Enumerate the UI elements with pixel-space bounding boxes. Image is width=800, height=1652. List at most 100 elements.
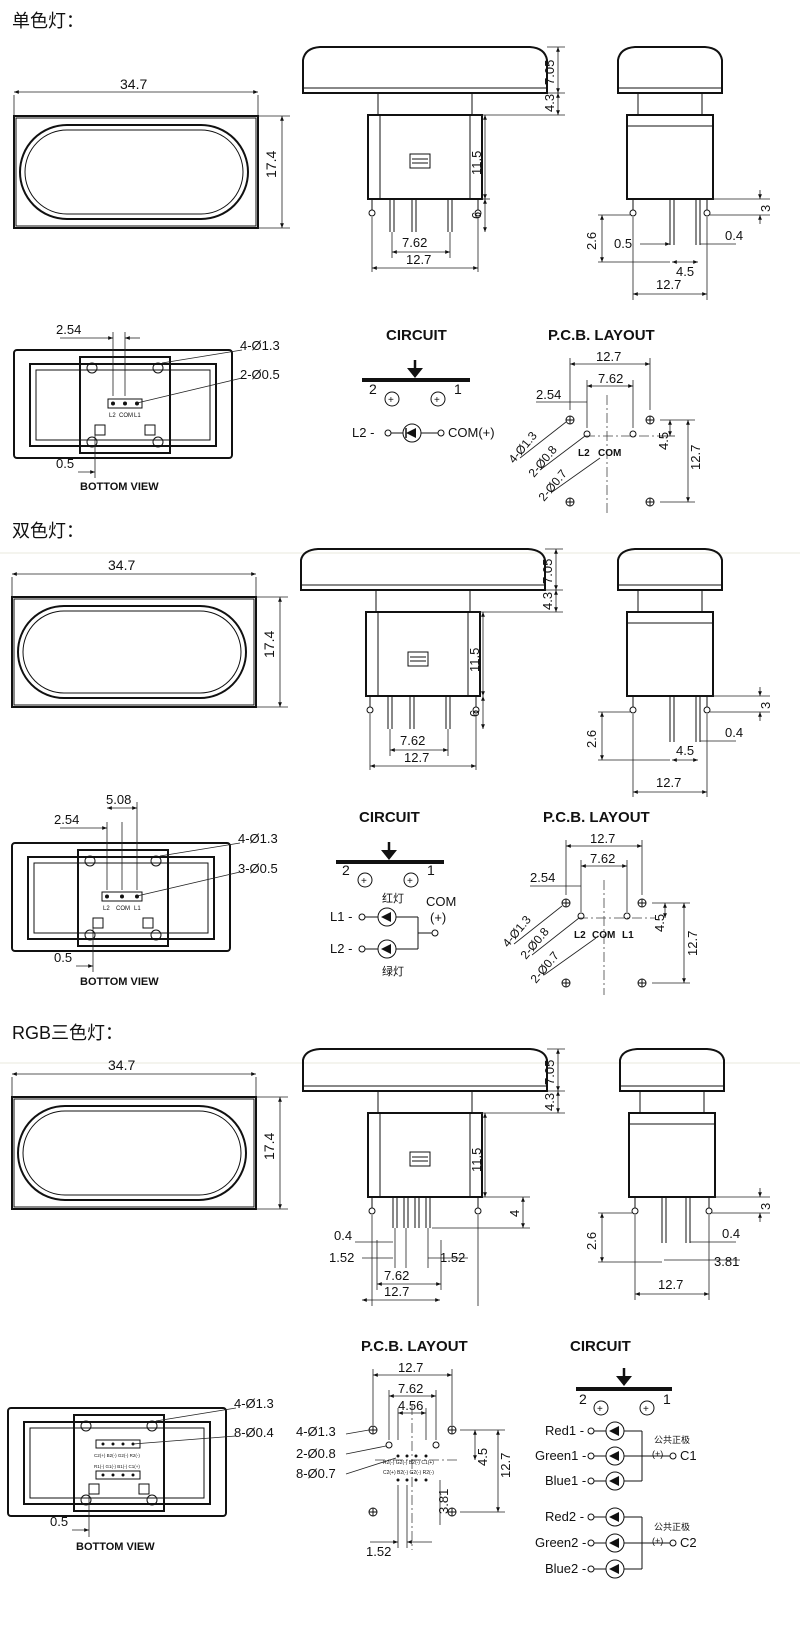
section-title: RGB三色灯： bbox=[12, 1023, 123, 1043]
led-l2-label: L2 - bbox=[330, 941, 352, 956]
dim-collar: 4.3 bbox=[542, 94, 557, 112]
c2-label: C2 bbox=[680, 1535, 697, 1550]
led-green1-label: Green1 - bbox=[535, 1448, 586, 1463]
dim-pin-offset: 3.81 bbox=[714, 1254, 739, 1269]
pcb-pin-label: L2 bbox=[574, 930, 586, 941]
pcb-dim: 3.81 bbox=[436, 1489, 451, 1514]
pcb-dim: 12.7 bbox=[590, 831, 615, 846]
svg-text:+: + bbox=[434, 395, 440, 406]
dim-edge: 0.5 bbox=[50, 1514, 68, 1529]
common-plus: (+) bbox=[652, 1449, 663, 1459]
dim-pitch: 2.54 bbox=[54, 812, 79, 827]
dim-mount-holes: 4-Ø1.3 bbox=[238, 831, 278, 846]
pcb-dim: 4.56 bbox=[398, 1398, 423, 1413]
dim-side-width: 12.7 bbox=[406, 252, 431, 267]
circuit-pin-1: 1 bbox=[663, 1391, 671, 1407]
svg-text:+: + bbox=[361, 876, 367, 887]
com-label: COM bbox=[426, 894, 456, 909]
pcb-pin-row: R2(-) G2(-) B2(-) C1(+) bbox=[383, 1460, 434, 1466]
pcb-hole-note: 2-Ø0.8 bbox=[296, 1446, 336, 1461]
pcb-pin-label: L2 bbox=[578, 448, 590, 459]
side-view: 7.05 4.3 11.5 6 7.62 12.7 bbox=[300, 548, 563, 770]
dim-mount-holes: 4-Ø1.3 bbox=[240, 338, 280, 353]
dim-pin-spacing: 7.62 bbox=[400, 733, 425, 748]
dim-height: 17.4 bbox=[263, 151, 279, 178]
dim-pin: 4 bbox=[507, 1210, 522, 1217]
pcb-layout: P.C.B. LAYOUT 12.7 7.62 2.54 L2 COM 12.7… bbox=[506, 327, 703, 515]
dim-cap: 7.05 bbox=[542, 60, 557, 85]
svg-text:+: + bbox=[407, 876, 413, 887]
pcb-hole-note: 4-Ø1.3 bbox=[296, 1424, 336, 1439]
dim-pin: 6 bbox=[467, 710, 482, 717]
circuit-diagram: CIRCUIT + + 2 1 L2 - COM(+) bbox=[352, 327, 495, 443]
pcb-title: P.C.B. LAYOUT bbox=[548, 327, 655, 344]
pin-row-label: C2(+) B2(-) G2(-) R2(-) bbox=[94, 1453, 140, 1458]
circuit-pin-1: 1 bbox=[427, 862, 435, 878]
end-view: 3 2.6 0.4 3.81 12.7 bbox=[584, 1048, 773, 1300]
pcb-layout: P.C.B. LAYOUT 12.7 7.62 4.56 R2(-) G2(-)… bbox=[296, 1338, 513, 1559]
pcb-layout: P.C.B. LAYOUT 12.7 7.62 2.54 L2 COM L1 1… bbox=[500, 809, 700, 995]
pcb-dim: 12.7 bbox=[398, 1360, 423, 1375]
dim-pin-spacing: 7.62 bbox=[402, 235, 427, 250]
dim-end-pin: 3 bbox=[758, 205, 773, 212]
dim-width: 34.7 bbox=[108, 1057, 135, 1073]
circuit-pin-2: 2 bbox=[369, 381, 377, 397]
dim-height: 17.4 bbox=[261, 1133, 277, 1160]
circuit-pin-2: 2 bbox=[342, 862, 350, 878]
bottom-view-label: BOTTOM VIEW bbox=[80, 481, 159, 493]
bottom-view-label: BOTTOM VIEW bbox=[80, 976, 159, 988]
pcb-title: P.C.B. LAYOUT bbox=[361, 1338, 468, 1355]
pcb-dim: 2.54 bbox=[530, 870, 555, 885]
pin-label: L2 bbox=[103, 906, 110, 912]
svg-text:+: + bbox=[597, 1404, 603, 1415]
dim-pin-thick: 0.5 bbox=[614, 236, 632, 251]
front-view: 34.7 17.4 bbox=[13, 76, 290, 229]
dim-pin-width: 0.4 bbox=[334, 1228, 352, 1243]
pcb-dim: 4.5 bbox=[656, 432, 671, 450]
pcb-pin-label: COM bbox=[598, 448, 621, 459]
dim-pin-offset: 4.5 bbox=[676, 743, 694, 758]
dim-end-pin: 3 bbox=[758, 702, 773, 709]
pcb-dim: 7.62 bbox=[590, 851, 615, 866]
pcb-dim: 12.7 bbox=[688, 445, 703, 470]
led-l1-label: L1 - bbox=[330, 909, 352, 924]
dim-end-width: 12.7 bbox=[656, 775, 681, 790]
dim-width: 34.7 bbox=[108, 557, 135, 573]
circuit-pin-1: 1 bbox=[454, 381, 462, 397]
dim-pin-offset: 4.5 bbox=[676, 264, 694, 279]
dim-end-height: 2.6 bbox=[584, 1232, 599, 1250]
front-view: 34.7 17.4 bbox=[11, 1057, 288, 1210]
dim-pin-spacing: 7.62 bbox=[384, 1268, 409, 1283]
bottom-view: L2 COM L1 2.54 4-Ø1.3 2-Ø0.5 0.5 BOTTOM … bbox=[13, 322, 280, 493]
dim-body: 11.5 bbox=[469, 151, 484, 175]
com-plus: (+) bbox=[430, 910, 446, 925]
led-blue2-label: Blue2 - bbox=[545, 1561, 586, 1576]
section-title: 单色灯： bbox=[12, 11, 84, 31]
end-view: 3 2.6 0.4 4.5 12.7 bbox=[584, 548, 773, 797]
c1-label: C1 bbox=[680, 1448, 697, 1463]
led-red1-label: Red1 - bbox=[545, 1423, 584, 1438]
section-dual-color: 双色灯： 34.7 17.4 bbox=[11, 521, 773, 995]
dim-height: 17.4 bbox=[261, 631, 277, 658]
pin-label: L1 bbox=[134, 413, 141, 419]
common-anode-label: 公共正极 bbox=[654, 1434, 690, 1445]
pin-label: L2 bbox=[109, 413, 116, 419]
dim-end-width: 12.7 bbox=[658, 1277, 683, 1292]
pcb-hole-note: 8-Ø0.7 bbox=[296, 1466, 336, 1481]
pin-label: COM bbox=[119, 413, 133, 419]
pcb-dim: 7.62 bbox=[398, 1381, 423, 1396]
dim-body: 11.5 bbox=[469, 1148, 484, 1172]
dim-end-width: 12.7 bbox=[656, 277, 681, 292]
dim-end-pin: 3 bbox=[758, 1203, 773, 1210]
dim-pin-width: 0.4 bbox=[722, 1226, 740, 1241]
dim-pin-holes: 2-Ø0.5 bbox=[240, 367, 280, 382]
front-view: 34.7 17.4 bbox=[11, 557, 288, 708]
dim-mount-holes: 4-Ø1.3 bbox=[234, 1396, 274, 1411]
dim-pitch2: 5.08 bbox=[106, 792, 131, 807]
dim-side-width: 12.7 bbox=[384, 1284, 409, 1299]
pin-label: L1 bbox=[134, 906, 141, 912]
green-led-label: 绿灯 bbox=[382, 964, 404, 978]
dim-cap: 7.05 bbox=[542, 1060, 557, 1085]
